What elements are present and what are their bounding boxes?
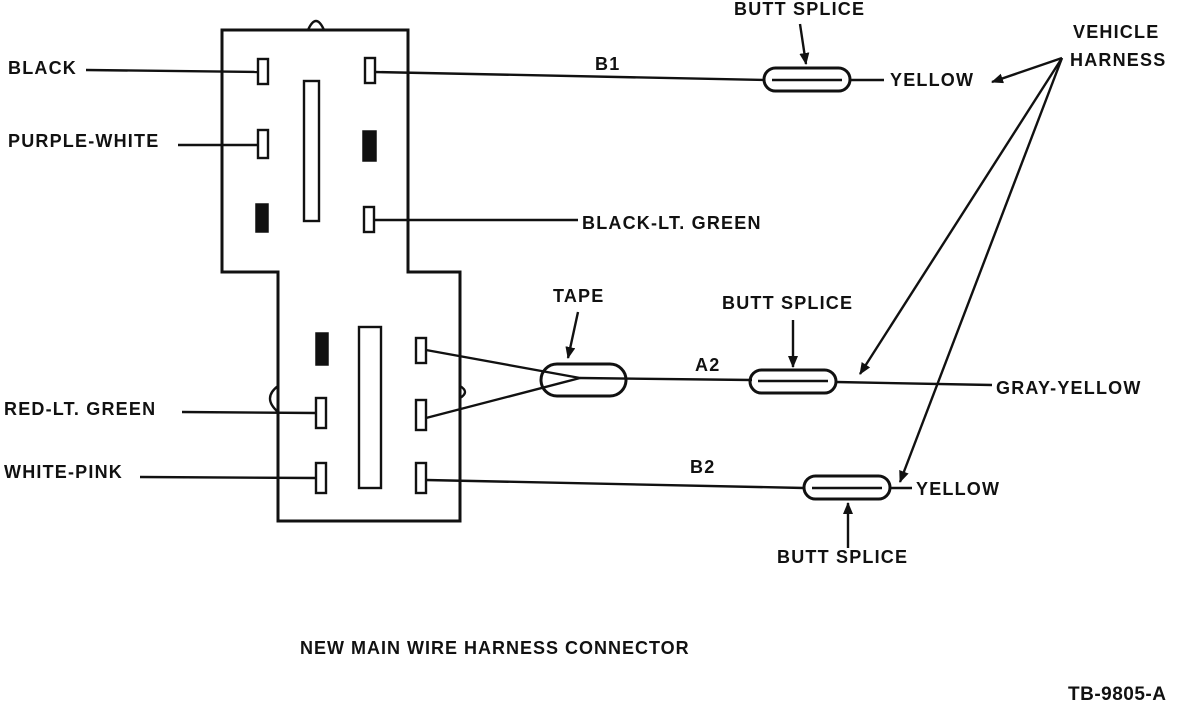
- label-purple-white: PURPLE-WHITE: [8, 131, 159, 151]
- label-yellow-top: YELLOW: [890, 70, 974, 90]
- vehicle-harness-arrow-yellow-bottom: [898, 57, 1064, 483]
- pin-a2-lower: [414, 398, 428, 432]
- wire-b1: [374, 70, 765, 82]
- wire-white-pink: [139, 475, 317, 480]
- butt-splice-mid: [748, 368, 838, 395]
- caption: NEW MAIN WIRE HARNESS CONNECTOR: [300, 638, 690, 658]
- wire-gray-yellow: [835, 380, 993, 387]
- label-butt-splice-mid: BUTT SPLICE: [722, 293, 853, 313]
- center-slot-upper: [302, 79, 321, 223]
- pin-black: [256, 57, 270, 86]
- label-vehicle-harness-line2: HARNESS: [1070, 50, 1166, 70]
- label-black-lt-green: BLACK-LT. GREEN: [582, 213, 762, 233]
- center-slot-lower: [357, 325, 383, 490]
- butt-splice-top-arrow: [798, 23, 810, 65]
- wire-black: [85, 68, 259, 74]
- wire-b2: [425, 478, 805, 490]
- pin-b1: [363, 56, 377, 85]
- tape-arrow: [565, 311, 580, 359]
- wire-a2-lower: [425, 376, 581, 420]
- connector-left-latch: [268, 385, 279, 413]
- connector-right-latch: [459, 384, 467, 400]
- vehicle-harness-arrow-gray-yellow: [858, 57, 1064, 375]
- wire-a2-upper: [425, 348, 581, 380]
- pin-a2-upper: [414, 336, 428, 365]
- figure-code: TB-9805-A: [1068, 684, 1166, 702]
- pin-white-pink: [314, 461, 328, 495]
- pin-b2: [414, 461, 428, 495]
- connector-top-latch: [306, 19, 326, 31]
- label-red-lt-green: RED-LT. GREEN: [4, 399, 156, 419]
- pin-purple-white: [256, 128, 270, 160]
- label-gray-yellow: GRAY-YELLOW: [996, 378, 1142, 398]
- label-a2: A2: [695, 355, 720, 375]
- label-b1: B1: [595, 54, 620, 74]
- pin-red-lt-green: [314, 396, 328, 430]
- pin-filled-upper-left: [255, 203, 269, 233]
- label-butt-splice-bottom: BUTT SPLICE: [777, 547, 908, 567]
- tape: [539, 362, 628, 398]
- vehicle-harness-arrow-yellow-top: [991, 56, 1063, 84]
- pin-filled-lower-left: [315, 332, 329, 366]
- wire-red-lt-green: [181, 410, 317, 415]
- label-butt-splice-top: BUTT SPLICE: [734, 0, 865, 19]
- pin-black-lt-green: [362, 205, 376, 234]
- label-black: BLACK: [8, 58, 77, 78]
- pin-filled-upper-right: [362, 130, 377, 162]
- label-tape: TAPE: [553, 286, 604, 306]
- wire-a2-main: [579, 376, 753, 382]
- label-yellow-bottom: YELLOW: [916, 479, 1000, 499]
- label-b2: B2: [690, 457, 715, 477]
- label-vehicle-harness-line1: VEHICLE: [1073, 22, 1159, 42]
- label-white-pink: WHITE-PINK: [4, 462, 123, 482]
- connector-body: [220, 28, 462, 523]
